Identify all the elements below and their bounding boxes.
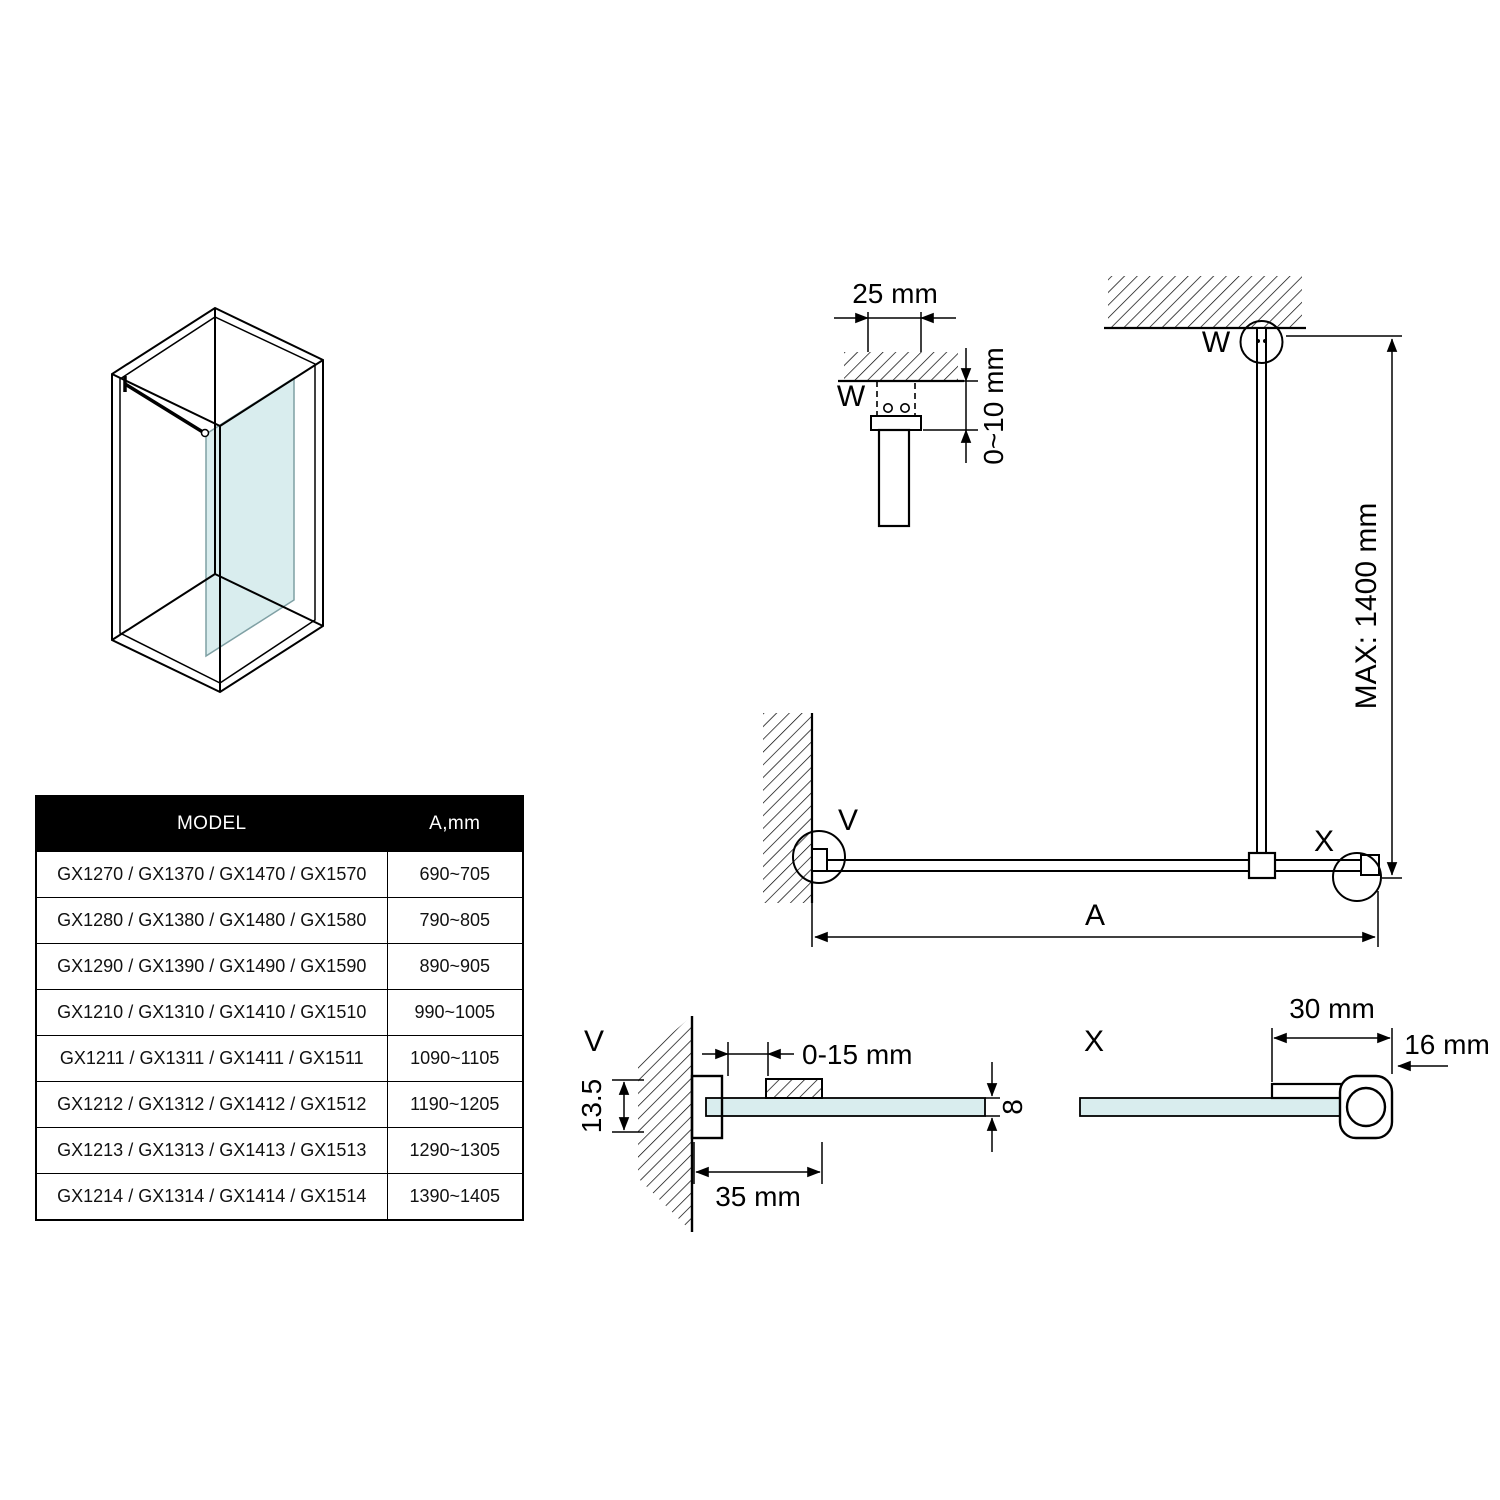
detail-v-label: V (584, 1025, 604, 1058)
extension-lines (811, 882, 1379, 947)
bracket-hidden-outline (876, 380, 916, 417)
end-profile-lip (1270, 1082, 1346, 1100)
a-cell: 990~1005 (386, 989, 524, 1036)
detail-v-section: V 13.5 0-15 mm 35 mm 8 (576, 1016, 1028, 1232)
end-width-dim-label: 30 mm (1289, 993, 1375, 1024)
extension-lines (1271, 1028, 1393, 1082)
model-cell: GX1214 / GX1314 / GX1414 / GX1514 (35, 1173, 388, 1221)
glass-thickness-dim-label: 8 (997, 1099, 1028, 1115)
profile-depth-dim-label: 35 mm (715, 1181, 801, 1212)
table-row: GX1212 / GX1312 / GX1412 / GX1512 1190~1… (35, 1081, 524, 1128)
detail-w-section: 25 mm 0~10 mm W (834, 278, 1009, 528)
bracket-screw (899, 402, 910, 413)
glass-panel-section (1079, 1097, 1347, 1117)
table-row: GX1270 / GX1370 / GX1470 / GX1570 690~70… (35, 851, 524, 898)
bracket-screw (1256, 339, 1260, 343)
detail-x-section: X 30 mm 16 mm (1079, 993, 1490, 1140)
bracket-screw (882, 402, 893, 413)
main-wall-label: V (838, 804, 858, 837)
a-cell: 690~705 (386, 851, 524, 898)
bracket-screw (1263, 339, 1267, 343)
end-height-dim-label: 16 mm (1404, 1029, 1490, 1060)
wall-profile-dim-label: 13.5 (576, 1079, 607, 1134)
model-table: MODEL A,mm GX1270 / GX1370 / GX1470 / GX… (35, 795, 524, 1221)
callout-circle-v (792, 830, 846, 884)
support-bar-section (877, 428, 911, 528)
model-cell: GX1210 / GX1310 / GX1410 / GX1510 (35, 989, 388, 1036)
support-bar-socket (1345, 1086, 1387, 1128)
table-row: GX1211 / GX1311 / GX1411 / GX1511 1090~1… (35, 1035, 524, 1082)
support-bar-glass-fitting (200, 428, 210, 438)
extension-lines (693, 1142, 823, 1184)
model-cell: GX1212 / GX1312 / GX1412 / GX1512 (35, 1081, 388, 1128)
a-cell: 890~905 (386, 943, 524, 990)
table-row: GX1290 / GX1390 / GX1490 / GX1590 890~90… (35, 943, 524, 990)
table-header-row: MODEL A,mm (35, 795, 524, 852)
table-row: GX1280 / GX1380 / GX1480 / GX1580 790~80… (35, 897, 524, 944)
detail-x-label: X (1084, 1025, 1104, 1058)
callout-circle-w (1239, 320, 1284, 364)
a-cell: 1390~1405 (386, 1173, 524, 1221)
wall-hatch (638, 1016, 692, 1232)
main-end-label: X (1314, 825, 1334, 858)
glass-clamp (765, 1078, 823, 1099)
extension-lines (923, 380, 978, 431)
table-row: GX1210 / GX1310 / GX1410 / GX1510 990~10… (35, 989, 524, 1036)
ceiling-hatch (844, 352, 958, 381)
wall-profile (811, 848, 828, 872)
callout-circle-x (1332, 852, 1382, 902)
a-cell: 1290~1305 (386, 1127, 524, 1174)
detail-w-width-dim-label: 25 mm (852, 278, 938, 309)
main-elevation-diagram: W V X MAX: 1400 mm A (763, 276, 1402, 947)
frame-internal-edges (111, 308, 324, 692)
support-bar (1256, 327, 1267, 855)
glass-panel-section (705, 1097, 986, 1117)
ceiling-hatch (1108, 276, 1302, 328)
a-cell: 1090~1105 (386, 1035, 524, 1082)
main-ceiling-label: W (1202, 326, 1231, 359)
model-cell: GX1270 / GX1370 / GX1470 / GX1570 (35, 851, 388, 898)
bar-glass-clamp (1247, 851, 1277, 880)
bracket-plate (870, 415, 922, 431)
detail-w-label: W (837, 380, 866, 413)
adjust-dim-label: 0-15 mm (802, 1039, 912, 1070)
a-column-header: A,mm (386, 795, 524, 852)
glass-panel-plan (811, 859, 1379, 872)
a-cell: 1190~1205 (386, 1081, 524, 1128)
model-column-header: MODEL (35, 795, 388, 852)
table-row: GX1213 / GX1313 / GX1413 / GX1513 1290~1… (35, 1127, 524, 1174)
model-cell: GX1213 / GX1313 / GX1413 / GX1513 (35, 1127, 388, 1174)
detail-w-gap-dim-label: 0~10 mm (978, 347, 1009, 465)
model-cell: GX1290 / GX1390 / GX1490 / GX1590 (35, 943, 388, 990)
model-cell: GX1211 / GX1311 / GX1411 / GX1511 (35, 1035, 388, 1082)
a-cell: 790~805 (386, 897, 524, 944)
support-bar (124, 382, 207, 436)
isometric-shower-illustration (111, 306, 324, 694)
model-cell: GX1280 / GX1380 / GX1480 / GX1580 (35, 897, 388, 944)
table-row: GX1214 / GX1314 / GX1414 / GX1514 1390~1… (35, 1173, 524, 1221)
wall-channel-profile (690, 1074, 724, 1140)
max-height-dim-label: MAX: 1400 mm (1350, 503, 1383, 710)
width-a-dim-label: A (1085, 899, 1105, 932)
extension-lines (612, 1079, 644, 1133)
wall-hatch (763, 713, 812, 903)
extension-lines (1286, 335, 1402, 879)
extension-lines (727, 1042, 769, 1076)
extension-lines (985, 1097, 1000, 1117)
